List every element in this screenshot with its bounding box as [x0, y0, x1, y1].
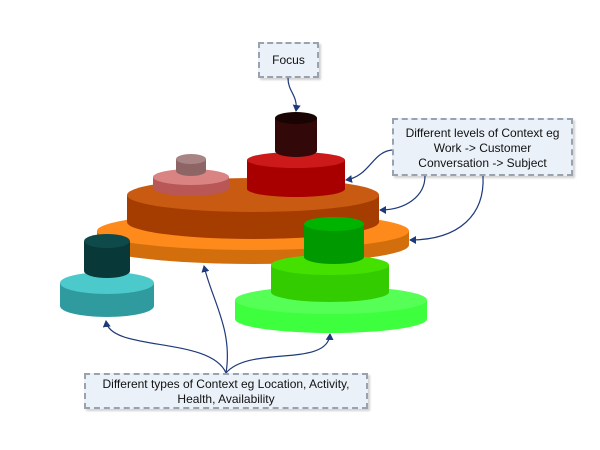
faded-small-cap [176, 154, 206, 176]
context-types-callout: Different types of Context eg Location, … [84, 373, 368, 409]
focus-arrow [287, 77, 301, 112]
connector-arrows [102, 77, 484, 374]
types-arrow-orange [201, 265, 228, 374]
context-levels-callout: Different levels of Context eg Work -> C… [392, 118, 573, 176]
red-tier-disc [247, 152, 345, 197]
context-types-line-2: Health, Availability [177, 392, 275, 406]
levels-arrow-rust [379, 175, 426, 214]
teal-tier-disc [60, 272, 154, 317]
focus-cylinder [275, 112, 317, 157]
context-types-line-1: Different types of Context eg Location, … [102, 377, 350, 391]
levels-arrow-red [345, 149, 393, 183]
focus-callout: Focus [258, 42, 319, 78]
dark-green-cylinder [304, 217, 364, 264]
types-arrow-green [225, 333, 334, 374]
focus-label: Focus [272, 53, 305, 67]
types-arrow-teal [102, 320, 227, 374]
context-levels-line-2: Work -> Customer [433, 141, 532, 155]
dark-teal-cylinder [84, 234, 130, 278]
context-levels-line-3: Conversation -> Subject [418, 156, 547, 170]
faded-red-tier-disc [153, 169, 229, 196]
context-levels-line-1: Different levels of Context eg [405, 126, 560, 140]
levels-arrow-orange [409, 175, 484, 244]
